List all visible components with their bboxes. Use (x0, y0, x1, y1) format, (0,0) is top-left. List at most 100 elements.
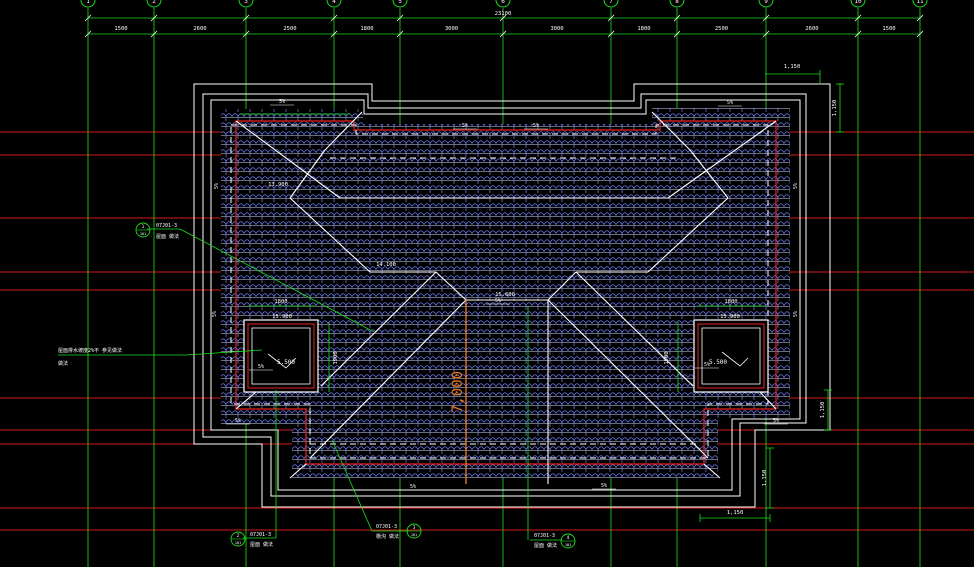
axis-bubble (326, 0, 342, 8)
dim-tick (762, 14, 770, 22)
dim-segment-label: 1800 (360, 26, 373, 32)
dim-segment-label: 2500 (283, 26, 296, 32)
elevation-labels: 15.600 14.100 13.900 15.900 15.900 1800 … (268, 182, 740, 365)
callout-4-code: 07J01-3 (534, 533, 555, 539)
slope-label: 5% (462, 123, 468, 129)
dim-tick (499, 30, 507, 38)
axis-bubble-label: 4 (332, 0, 336, 5)
dim-bottom-1: 1,150 (727, 510, 744, 516)
slope-label: 5% (793, 183, 799, 189)
dim-tick (607, 14, 615, 22)
slope-label: 5% (258, 364, 264, 370)
axis-bubble-label: 6 (501, 0, 505, 5)
axis-bubble-label: 5 (398, 0, 402, 5)
dim-tick (854, 30, 862, 38)
dim-tick (330, 30, 338, 38)
slope-label: 5% (495, 298, 501, 304)
callout-3-ref: 101 (411, 533, 417, 537)
callout-1-num: 1 (142, 224, 145, 230)
axis-bubble (392, 0, 408, 8)
dim-tick (84, 30, 92, 38)
axis-bubble (669, 0, 685, 8)
callout-3-num: 3 (413, 525, 416, 531)
axis-bubble (850, 0, 866, 8)
light-well-right: 5.500 (693, 319, 769, 393)
dim-tick (150, 30, 158, 38)
dim-segment-label: 1500 (114, 26, 127, 32)
dim-right-top: 1,150 (784, 64, 801, 70)
elev-ridge-left: 14.100 (376, 262, 396, 268)
axis-bubble-label: 8 (675, 0, 679, 5)
axis-bubble (80, 0, 96, 8)
dim-segment-label: 2500 (715, 26, 728, 32)
dim-segment-label: 3000 (550, 26, 563, 32)
callout-1-ref: 101 (140, 232, 146, 236)
slope-label: 5% (410, 484, 416, 490)
note-left-line2: 做法 (58, 360, 68, 367)
callout-1-code: 07J01-3 (156, 223, 177, 229)
slope-label: 5% (279, 99, 285, 105)
dim-right-3: 1,150 (762, 470, 768, 487)
callout-note-left: 屋面排水坡度2%不 参见做法 做法 (58, 347, 263, 367)
ridge-dimension: 7,000 (450, 300, 467, 484)
callout-2-text: 屋面 做法 (250, 541, 273, 548)
dim-right-2: 1,150 (820, 402, 826, 419)
dim-vertical-left: 1900 (333, 351, 339, 364)
dim-right-1: 1,150 (832, 100, 838, 117)
slope-label: 5% (212, 311, 218, 317)
dim-tick (242, 14, 250, 22)
callout-2-num: 2 (237, 533, 240, 539)
dim-tick (499, 14, 507, 22)
slope-labels: 5%5%5%5%5%5%5%5%5%5%5%5%5%5%5% (212, 99, 799, 491)
axis-bubble (603, 0, 619, 8)
axis-bubble (912, 0, 928, 8)
dim-segment-label: 1800 (637, 26, 650, 32)
callout-4-text: 屋面 做法 (534, 542, 557, 549)
dim-total-label: 23100 (495, 11, 512, 17)
callout-2-code: 07J01-3 (250, 532, 271, 538)
big-dimension-label: 7,000 (450, 371, 466, 413)
dim-tick (916, 14, 924, 22)
elev-small-right: 15.900 (720, 314, 740, 320)
slope-label: 5% (773, 418, 779, 424)
slope-label: 5% (601, 483, 607, 489)
slope-label: 5% (533, 123, 539, 129)
axis-bubble-label: 10 (854, 0, 862, 5)
callout-1-text: 屋面 做法 (156, 233, 179, 240)
well-dimension-lines (240, 113, 766, 392)
axis-bubble (238, 0, 254, 8)
callout-3: 3 101 07J01-3 檐沟 做法 (331, 439, 422, 540)
slope-label: 5% (235, 418, 241, 424)
axis-bubble (495, 0, 511, 8)
roof-tile-field (221, 108, 790, 478)
dim-tick (916, 30, 924, 38)
dim-vertical-right: 1900 (664, 351, 670, 364)
dim-segment-label: 2600 (805, 26, 818, 32)
dim-segment-label: 1500 (882, 26, 895, 32)
dim-tick (607, 30, 615, 38)
dim-tick (150, 14, 158, 22)
axis-bubble-label: 3 (244, 0, 248, 5)
elev-small-left: 15.900 (272, 314, 292, 320)
axis-bubble-label: 11 (916, 0, 924, 5)
well-right-elev: 5.500 (709, 359, 727, 366)
light-well-left: 5.500 (243, 319, 319, 393)
dim-tick (673, 14, 681, 22)
axis-bubble (758, 0, 774, 8)
callout-1: 1 101 07J01-3 屋面 做法 (135, 222, 375, 333)
dim-tick (330, 14, 338, 22)
elev-ridge-main: 15.600 (495, 292, 515, 298)
dim-tick (854, 14, 862, 22)
dim-tick (396, 30, 404, 38)
dim-segment-label: 3000 (445, 26, 458, 32)
callout-4: 4 101 07J01-3 屋面 做法 (527, 306, 576, 549)
dim-top-left-well: 1800 (274, 299, 287, 305)
callout-3-text: 檐沟 做法 (376, 533, 399, 540)
axis-bubble-label: 2 (152, 0, 156, 5)
well-left-elev: 5.500 (277, 359, 295, 366)
dimension-right: 1,150 1,150 1,150 1,150 1,150 (699, 64, 844, 522)
slope-label: 5% (793, 311, 799, 317)
